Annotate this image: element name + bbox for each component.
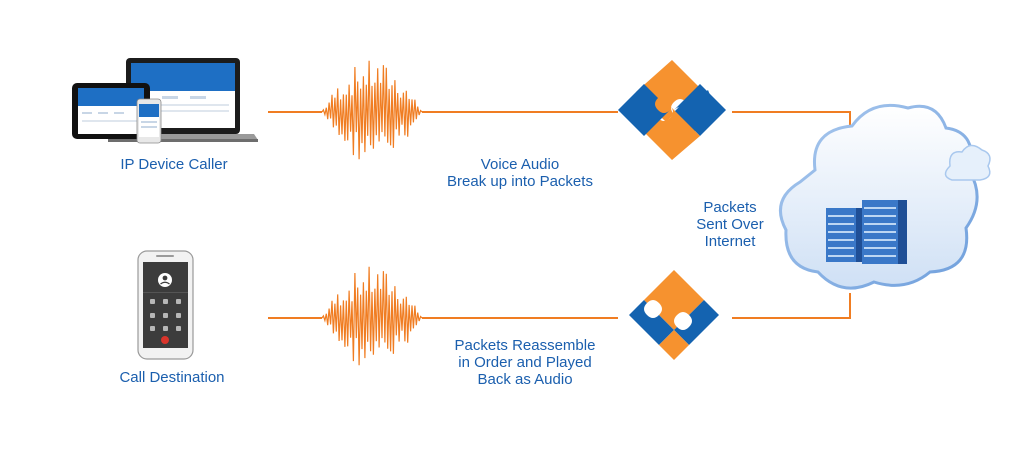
connector-lines <box>268 111 851 319</box>
destination-label: Call Destination <box>103 369 241 386</box>
reassemble-label-line3: Back as Audio <box>477 371 573 388</box>
reassemble-label-line2: in Order and Played <box>458 354 592 371</box>
internet-label: Packets Sent Over Internet <box>680 199 780 250</box>
internet-label-line1: Packets <box>703 199 757 216</box>
top-waveform-icon <box>321 60 423 160</box>
puzzle-joined-icon <box>629 270 719 360</box>
internet-label-line3: Internet <box>704 233 756 250</box>
reassemble-label: Packets Reassemble in Order and Played B… <box>430 337 620 388</box>
reassemble-label-line1: Packets Reassemble <box>454 337 596 354</box>
smartphone-icon <box>137 250 194 360</box>
voice-label-line2: Break up into Packets <box>447 173 593 190</box>
caller-label-text: IP Device Caller <box>120 156 228 173</box>
bottom-line-right <box>732 293 851 319</box>
devices-icon <box>72 58 258 144</box>
voice-label-line1: Voice Audio <box>480 156 560 173</box>
voice-audio-label: Voice Audio Break up into Packets <box>430 156 610 190</box>
cloud-server-icon <box>778 103 991 290</box>
internet-label-line2: Sent Over <box>696 216 764 233</box>
caller-label: IP Device Caller <box>108 156 240 173</box>
bottom-waveform-icon <box>321 266 423 366</box>
destination-label-text: Call Destination <box>119 369 225 386</box>
puzzle-split-icon <box>618 60 726 160</box>
